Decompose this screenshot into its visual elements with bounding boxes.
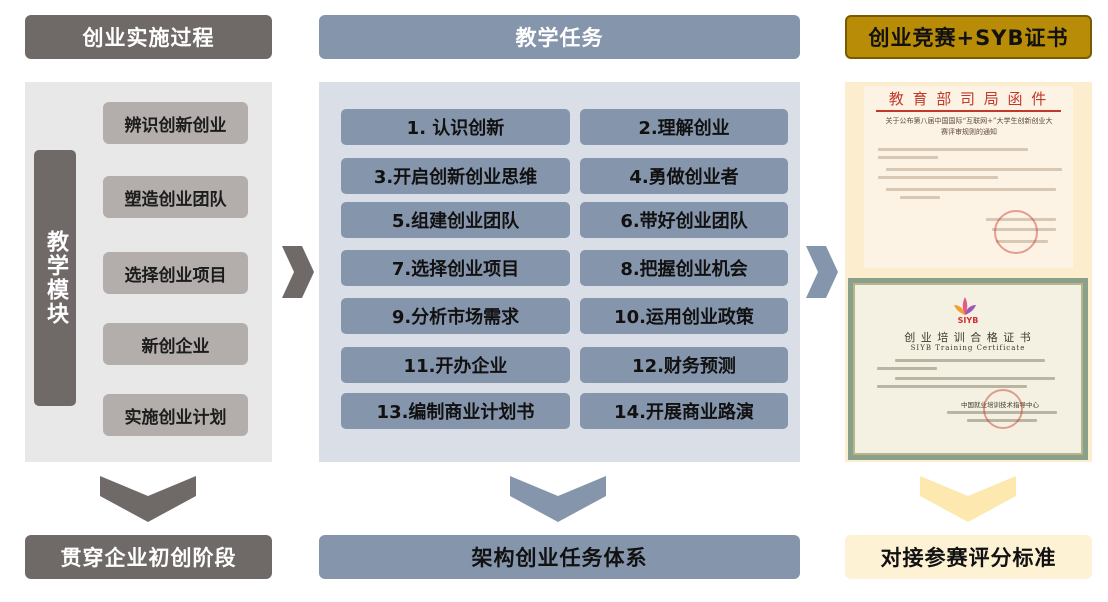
middle-column-footer: 架构创业任务体系 (319, 535, 800, 579)
certificate-title: 创 业 培 训 合 格 证 书 (904, 331, 1032, 344)
down-arrow-icon (100, 476, 196, 522)
module-pill: 塑造创业团队 (103, 176, 248, 218)
certificate-brand: SIYB (957, 316, 979, 325)
middle-column-header: 教学任务 (319, 15, 800, 59)
task-item: 7.选择创业项目 (341, 250, 570, 286)
down-arrow-icon (920, 476, 1016, 522)
module-pill: 选择创业项目 (103, 252, 248, 294)
task-item: 2.理解创业 (580, 109, 788, 145)
document-title: 关于公布第八届中国国际“互联网+”大学生创新创业大赛评审规则的通知 (885, 117, 1053, 136)
task-item: 4.勇做创业者 (580, 158, 788, 194)
task-item: 12.财务预测 (580, 347, 788, 383)
left-column-footer: 贯穿企业初创阶段 (25, 535, 272, 579)
module-pill: 新创企业 (103, 323, 248, 365)
module-pill: 实施创业计划 (103, 394, 248, 436)
task-item: 5.组建创业团队 (341, 202, 570, 238)
task-item: 3.开启创新创业思维 (341, 158, 570, 194)
right-arrow-icon (282, 246, 314, 298)
task-item: 1. 认识创新 (341, 109, 570, 145)
certificate-seal-icon (983, 389, 1023, 429)
task-item: 11.开办企业 (341, 347, 570, 383)
certificate-subtitle: SIYB Training Certificate (910, 344, 1026, 352)
right-column-footer: 对接参赛评分标准 (845, 535, 1092, 579)
vertical-label-box: 教学模块 (34, 150, 76, 406)
left-column-header: 创业实施过程 (25, 15, 272, 59)
official-document-image: 教 育 部 司 局 函 件 关于公布第八届中国国际“互联网+”大学生创新创业大赛… (864, 86, 1073, 268)
down-arrow-icon (510, 476, 606, 522)
task-item: 8.把握创业机会 (580, 250, 788, 286)
syb-certificate-image: SIYB 创 业 培 训 合 格 证 书 SIYB Training Certi… (848, 278, 1088, 460)
task-item: 14.开展商业路演 (580, 393, 788, 429)
module-pill: 辨识创新创业 (103, 102, 248, 144)
document-header: 教 育 部 司 局 函 件 (888, 90, 1049, 108)
red-seal-icon (994, 210, 1038, 254)
task-item: 13.编制商业计划书 (341, 393, 570, 429)
vertical-label: 教学模块 (43, 230, 68, 326)
task-item: 10.运用创业政策 (580, 298, 788, 334)
right-arrow-icon (806, 246, 838, 298)
task-item: 9.分析市场需求 (341, 298, 570, 334)
task-item: 6.带好创业团队 (580, 202, 788, 238)
document-rule (876, 110, 1061, 112)
right-column-header: 创业竞赛+SYB证书 (845, 15, 1092, 59)
